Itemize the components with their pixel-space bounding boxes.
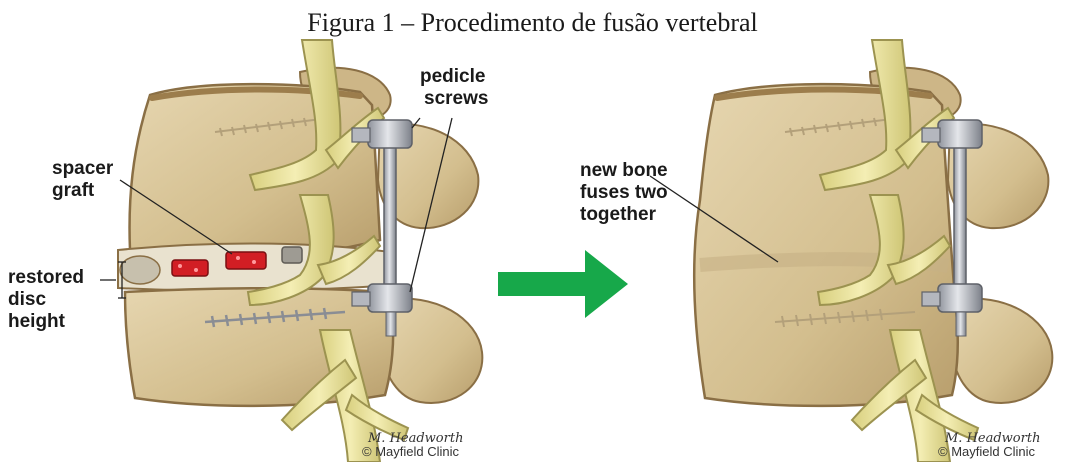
- left-upper-vertebral-body: [130, 84, 380, 256]
- label-restored-disc-height-line1: restored: [8, 267, 84, 288]
- left-credit: © Mayfield Clinic: [362, 444, 459, 459]
- label-new-bone-line2: fuses two: [580, 182, 668, 203]
- label-new-bone-line3: together: [580, 204, 657, 225]
- label-spacer-graft-line1: spacer: [52, 158, 114, 179]
- label-spacer-graft-line2: graft: [52, 180, 95, 201]
- label-pedicle-screws-line2: screws: [424, 88, 488, 109]
- right-posterior-element-lower: [952, 299, 1052, 403]
- svg-text:fuses two: fuses two: [580, 182, 668, 203]
- label-restored-disc-height-line2: disc: [8, 289, 46, 310]
- right-credit: © Mayfield Clinic: [938, 444, 1035, 459]
- svg-text:height: height: [8, 311, 66, 332]
- svg-text:pedicle: pedicle: [420, 66, 485, 87]
- label-pedicle-screws-line1: pedicle: [420, 66, 485, 87]
- svg-text:graft: graft: [52, 180, 95, 201]
- left-disc-edge: [120, 256, 160, 284]
- label-new-bone-line1: new bone: [580, 160, 668, 181]
- left-posterior-element-lower: [382, 299, 482, 403]
- svg-text:© Mayfield Clinic: © Mayfield Clinic: [938, 444, 1035, 459]
- svg-text:spacer: spacer: [52, 158, 114, 179]
- transition-arrow: [498, 250, 628, 318]
- left-panel: pedicle screws spacer graft restored dis…: [8, 40, 488, 462]
- svg-text:screws: screws: [424, 88, 488, 109]
- label-restored-disc-height-line3: height: [8, 311, 66, 332]
- right-panel: new bone fuses two together M. Headworth…: [580, 40, 1052, 462]
- svg-text:© Mayfield Clinic: © Mayfield Clinic: [362, 444, 459, 459]
- svg-text:together: together: [580, 204, 657, 225]
- svg-text:new bone: new bone: [580, 160, 668, 181]
- svg-text:disc: disc: [8, 289, 46, 310]
- svg-text:restored: restored: [8, 267, 84, 288]
